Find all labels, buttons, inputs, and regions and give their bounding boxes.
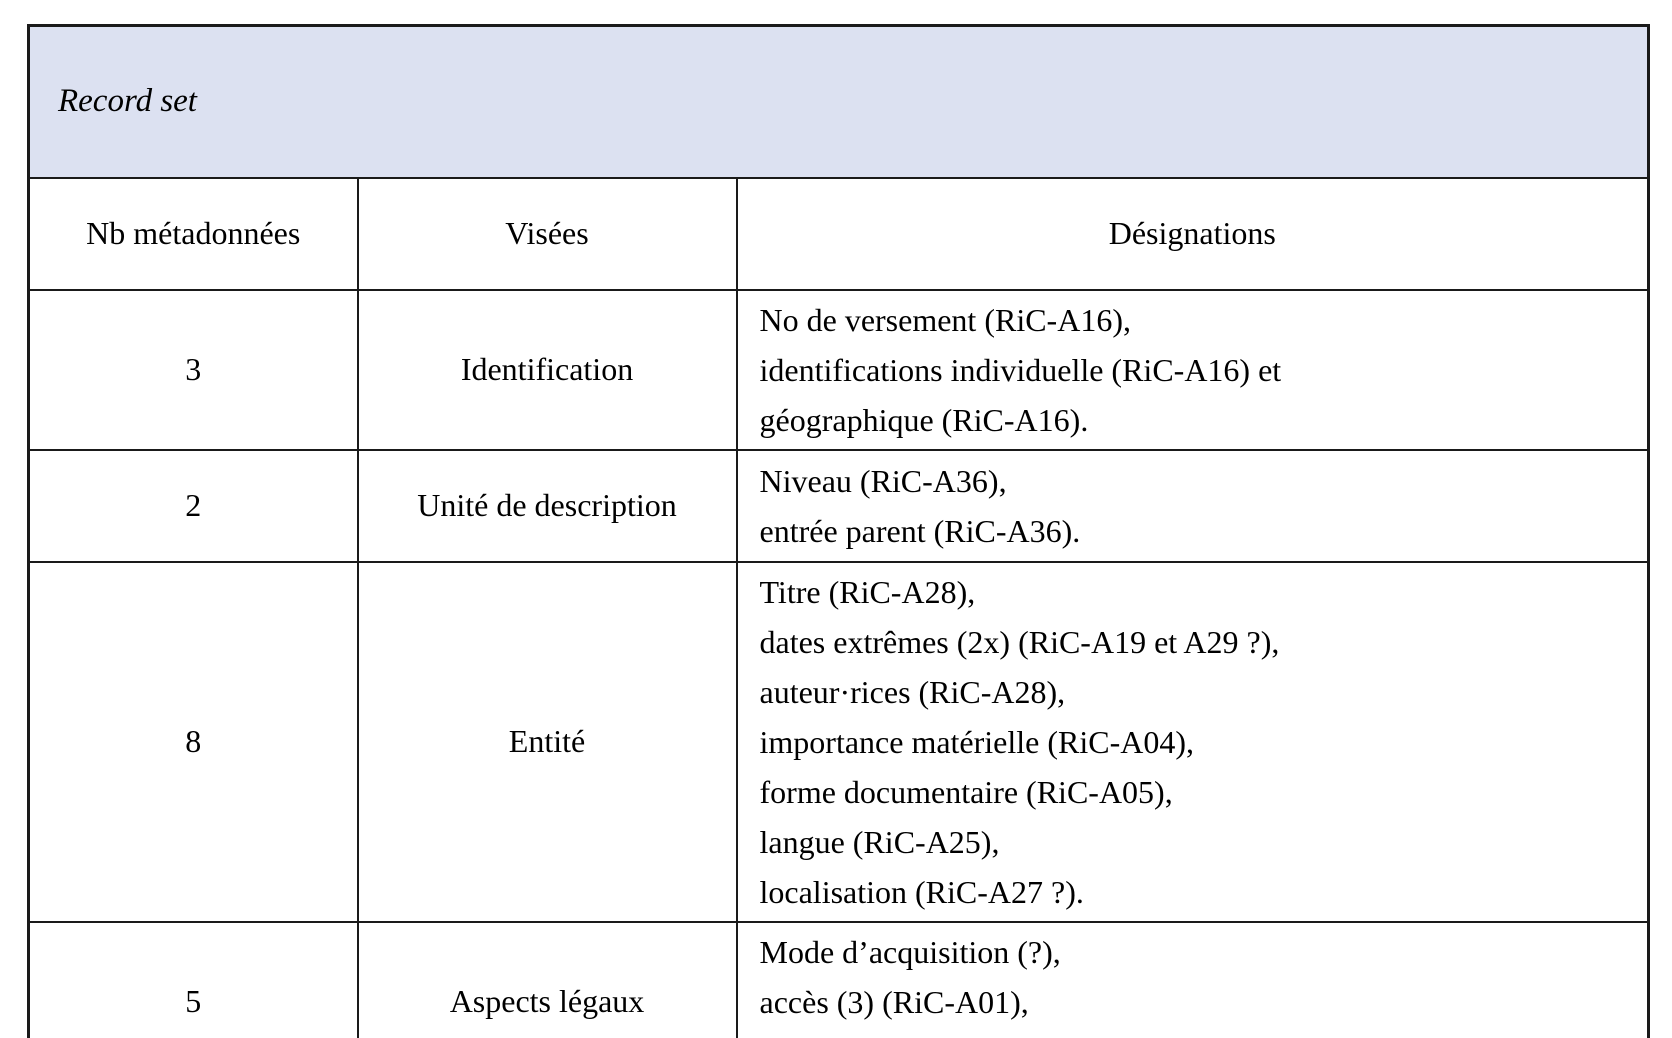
nb-metadonnees-cell: 3 — [27, 288, 359, 451]
table-body: 3 Identification No de versement (RiC-A1… — [27, 288, 1650, 1038]
col-header-nb-metadonnees: Nb métadonnées — [27, 176, 359, 291]
nb-metadonnees-cell: 8 — [27, 560, 359, 923]
col-header-designations: Désignations — [735, 176, 1650, 291]
table-title-row: Record set — [27, 24, 1650, 179]
table-row: 8 Entité Titre (RiC-A28), dates extrêmes … — [27, 560, 1650, 923]
designation-line: identifications individuelle (RiC-A16) e… — [759, 351, 1282, 388]
record-set-table: Record set Nb métadonnées Visées Désigna… — [27, 24, 1651, 1038]
nb-metadonnees-cell: 2 — [27, 448, 359, 563]
nb-metadonnees-cell: 5 — [27, 920, 359, 1038]
designation-line: dates extrêmes (2x) (RiC-A19 et A29 ?), — [759, 623, 1280, 660]
designation-line: localisation (RiC-A27 ?). — [759, 873, 1084, 910]
designations-cell: Mode d’acquisition (?), accès (3) (RiC-A0… — [735, 920, 1650, 1038]
col-header-visees: Visées — [356, 176, 738, 291]
designations-cell: Niveau (RiC-A36), entrée parent (RiC-A36)… — [735, 448, 1650, 563]
designations-cell: Titre (RiC-A28), dates extrêmes (2x) (RiC… — [735, 560, 1650, 923]
designation-line: No de versement (RiC-A16), — [759, 301, 1131, 338]
designation-line: accès (3) (RiC-A01), — [759, 983, 1029, 1020]
designation-line: Titre (RiC-A28), — [759, 573, 976, 610]
designations-cell: No de versement (RiC-A16), identification… — [735, 288, 1650, 451]
designation-line: auteur·rices (RiC-A28), — [759, 673, 1066, 710]
designation-line: Mode d’acquisition (?), — [759, 933, 1061, 970]
visee-cell: Aspects légaux — [356, 920, 738, 1038]
designation-line: forme documentaire (RiC-A05), — [759, 773, 1173, 810]
designation-line: géographique (RiC-A16). — [759, 401, 1089, 438]
visee-cell: Unité de description — [356, 448, 738, 563]
visee-cell: Identification — [356, 288, 738, 451]
designation-line: Niveau (RiC-A36), — [759, 462, 1007, 499]
table-row: 3 Identification No de versement (RiC-A1… — [27, 288, 1650, 451]
designation-line: importance matérielle (RiC-A04), — [759, 723, 1195, 760]
designation-line: langue (RiC-A25), — [759, 823, 1000, 860]
table-header-row: Nb métadonnées Visées Désignations — [27, 176, 1650, 291]
table-row: 2 Unité de description Niveau (RiC-A36),… — [27, 448, 1650, 563]
designation-line: utilisation (RiC-A09). — [760, 1027, 1638, 1038]
visee-cell: Entité — [356, 560, 738, 923]
table-row: 5 Aspects légaux Mode d’acquisition (?),… — [27, 920, 1650, 1038]
designation-line: entrée parent (RiC-A36). — [759, 512, 1081, 549]
table-title: Record set — [27, 24, 1650, 179]
